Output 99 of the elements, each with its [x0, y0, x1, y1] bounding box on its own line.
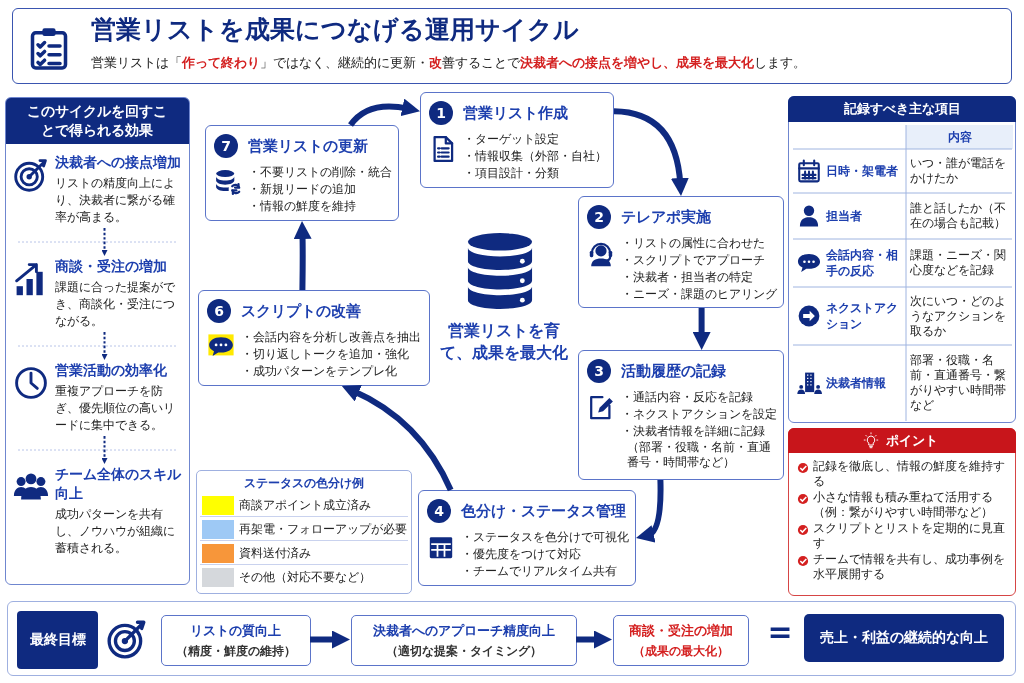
arrow: [293, 221, 312, 291]
arrow: [692, 308, 711, 350]
arrow: [576, 630, 612, 649]
step-box: [420, 92, 614, 188]
legend-text: その他（対応不要など）: [239, 569, 372, 586]
goal-band: [7, 601, 1016, 676]
goal-subtext: （精度・鮮度の維持）: [174, 643, 297, 660]
step-title: テレアポ実施: [621, 208, 712, 227]
step-bullet: ・チームでリアルタイム共有: [461, 563, 618, 580]
item-label: ネクストアクション: [826, 300, 899, 332]
step-number: 3: [587, 359, 611, 383]
step-box: [578, 350, 784, 480]
dashed-arrow: [101, 331, 108, 360]
step-title: 色分け・ステータス管理: [461, 502, 627, 521]
step-number: 2: [587, 205, 611, 229]
item-description: 課題・ニーズ・関心度などを記録: [910, 248, 1007, 278]
step-bullet: ・情報の鮮度を維持: [248, 198, 357, 215]
step-bullet: ・ターゲット設定: [463, 131, 560, 148]
dashed-arrow: [101, 227, 108, 256]
benefit-text: 成功パターンを共有し、ノウハウが組織に蓄積される。: [55, 506, 176, 557]
item-label: 日時・架電者: [826, 163, 899, 179]
item-description: いつ・誰が電話をかけたか: [910, 156, 1007, 186]
legend-text: 資料送付済み: [239, 545, 312, 562]
item-label: 担当者: [826, 208, 863, 224]
item-label: 決裁者情報: [826, 375, 887, 391]
point-text: スクリプトとリストを定期的に見直す: [813, 521, 1006, 550]
step-number: 6: [207, 299, 231, 323]
step-bullet: ・情報収集（外部・自社）: [463, 148, 608, 165]
center-caption: 営業リストを育て、成果を最大化: [439, 321, 569, 364]
step-number: 4: [427, 499, 451, 523]
step-bullet: ・通話内容・反応を記録: [621, 389, 754, 406]
goal-text: 商談・受注の増加: [627, 622, 734, 640]
benefit-heading: 決裁者への接点増加: [55, 153, 182, 172]
step-bullet: ・新規リードの追加: [248, 181, 357, 198]
step-bullet: ・会話内容を分析し改善点を抽出: [241, 329, 422, 346]
arrow: [636, 479, 664, 542]
goal-label: 最終目標: [17, 611, 98, 669]
point-text: 小さな情報も積み重ねて活用する（例：繋がりやすい時間帯など）: [813, 490, 994, 519]
result-box: 売上・利益の継続的な向上: [804, 614, 1004, 662]
step-bullet: ・リストの属性に合わせた: [621, 235, 766, 252]
dashed-arrow: [101, 435, 108, 464]
step-box: [205, 125, 399, 221]
benefit-text: リストの精度向上により、決裁者に繋がる確率が高まる。: [55, 175, 176, 226]
item-description: 部署・役職・名前・直通番号・繋がりやすい時間帯など: [910, 353, 1007, 413]
benefit-text: 重複アプローチを防ぎ、優先順位の高いリードに集中できる。: [55, 383, 176, 434]
step-bullet: ・優先度をつけて対応: [461, 546, 582, 563]
effects-panel: [5, 97, 190, 585]
step-box: [578, 196, 784, 308]
benefit-heading: チーム全体のスキル向上: [55, 465, 182, 503]
arrow: [348, 98, 421, 127]
step-bullet: ・決裁者・担当者の特定: [621, 269, 754, 286]
step-bullet: ・ネクストアクションを設定: [621, 406, 778, 423]
title: 営業リストを成果につなげる運用サイクル: [91, 14, 580, 46]
benefit-text: 課題に合った提案ができ、商談化・受注につながる。: [55, 279, 176, 330]
equals-sign: =: [766, 614, 794, 649]
step-box: [418, 490, 636, 586]
goal-text: リストの質向上: [189, 622, 282, 640]
step-bullet: ・不要リストの削除・統合: [248, 164, 393, 181]
item-label: 会話内容・相手の反応: [826, 247, 899, 279]
step-bullet: ・成功パターンをテンプレ化: [241, 363, 398, 380]
benefit-heading: 営業活動の効率化: [55, 361, 168, 380]
step-bullet: ・決裁者情報を詳細に記録: [621, 423, 766, 440]
goal-box: [161, 615, 311, 666]
legend-text: 再架電・フォローアップが必要: [239, 521, 408, 538]
goal-subtext: （適切な提案・タイミング）: [384, 643, 543, 660]
step-title: スクリプトの改善: [241, 302, 362, 321]
step-bullet: ・項目設計・分類: [463, 165, 560, 182]
column-header: 内容: [906, 125, 1013, 149]
panel-header: 記録すべき主な項目: [788, 96, 1016, 122]
arrow: [342, 385, 454, 492]
step-bullet: ・切り返しトークを追加・強化: [241, 346, 410, 363]
point-panel: [788, 428, 1016, 596]
table-panel: [788, 96, 1016, 423]
arrow: [613, 108, 689, 196]
goal-subtext: （成果の最大化）: [631, 643, 730, 660]
step-note: （部署・役職・名前・直通番号・時間帯など）: [627, 440, 772, 470]
step-title: 営業リストの更新: [248, 137, 369, 156]
step-bullet: ・ステータスを色分けで可視化: [461, 529, 630, 546]
panel-heading: このサイクルを回すことで得られる効果: [26, 102, 168, 140]
arrow: [310, 630, 350, 649]
goal-box: [613, 615, 749, 666]
goal-text: 決裁者へのアプローチ精度向上: [371, 622, 556, 640]
step-box: [198, 290, 430, 386]
step-title: 活動履歴の記録: [621, 362, 727, 381]
point-text: 記録を徹底し、情報の鮮度を維持する: [813, 459, 1006, 488]
step-number: 1: [429, 101, 453, 125]
step-title: 営業リスト作成: [463, 104, 569, 123]
subtitle: 営業リストは「作って終わり」ではなく、継続的に更新・改善することで決裁者への接点を増やし、成果を最大化します。: [91, 55, 807, 72]
goal-box: [351, 615, 577, 666]
item-description: 次にいつ・どのようなアクションを取るか: [910, 293, 1007, 339]
legend-text: 商談アポイント成立済み: [239, 497, 372, 514]
panel-heading: ポイント: [886, 432, 939, 450]
point-text: チームで情報を共有し、成功事例を水平展開する: [813, 552, 1006, 581]
step-bullet: ・スクリプトでアプローチ: [621, 252, 766, 269]
step-bullet: ・ニーズ・課題のヒアリング: [621, 286, 778, 303]
legend-title: ステータスの色分け例: [242, 475, 365, 492]
step-number: 7: [214, 134, 238, 158]
benefit-heading: 商談・受注の増加: [55, 257, 168, 276]
item-description: 誰と話したか（不在の場合も記載）: [910, 201, 1007, 231]
